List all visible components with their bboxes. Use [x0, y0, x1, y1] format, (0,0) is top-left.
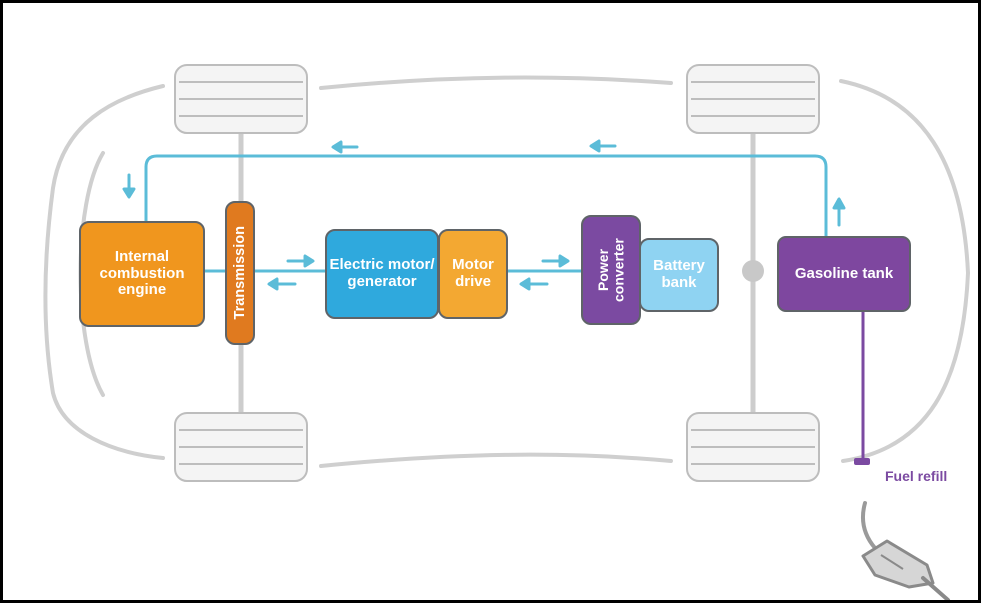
battery-bank-box: Battery bank — [639, 238, 719, 312]
fuel-flow-line — [144, 154, 828, 273]
differential — [742, 260, 764, 282]
arrow-up-tank — [832, 197, 846, 227]
wheel-front-left — [174, 64, 308, 134]
motor-drive-label: Motor drive — [452, 256, 494, 290]
internal-combustion-engine-box: Internal combustion engine — [79, 221, 205, 327]
flow-arrows — [122, 139, 846, 291]
battery-bank-label: Battery bank — [653, 257, 705, 291]
wheel-rear-right — [686, 412, 820, 482]
fuel-refill-label: Fuel refill — [885, 468, 948, 484]
arrow-top-right — [589, 139, 617, 153]
arrow-down-engine — [122, 173, 136, 199]
arrow-top-left — [331, 140, 359, 154]
engine-label: Internal combustion engine — [99, 247, 185, 299]
fuel-cap — [854, 458, 870, 465]
power-converter-box: Power converter — [581, 215, 641, 325]
transmission-box: Transmission — [225, 201, 255, 345]
transmission-label: Transmission — [231, 226, 248, 320]
electric-motor-label: Electric motor/ generator — [329, 256, 435, 290]
gasoline-tank-label: Gasoline tank — [794, 264, 894, 282]
arrow-to-motor — [286, 254, 315, 268]
electric-motor-generator-box: Electric motor/ generator — [325, 229, 439, 319]
car-chassis-drawing — [43, 64, 971, 600]
wheel-front-right — [174, 412, 308, 482]
gasoline-tank-box: Gasoline tank — [777, 236, 911, 312]
arrow-to-converter — [541, 254, 570, 268]
wheel-rear-left — [686, 64, 820, 134]
power-converter-label: Power converter — [594, 238, 626, 302]
arrow-to-transmission — [267, 277, 297, 291]
fuel-nozzle-icon — [861, 501, 950, 600]
motor-drive-box: Motor drive — [438, 229, 508, 319]
arrow-to-motor-drive — [519, 277, 549, 291]
